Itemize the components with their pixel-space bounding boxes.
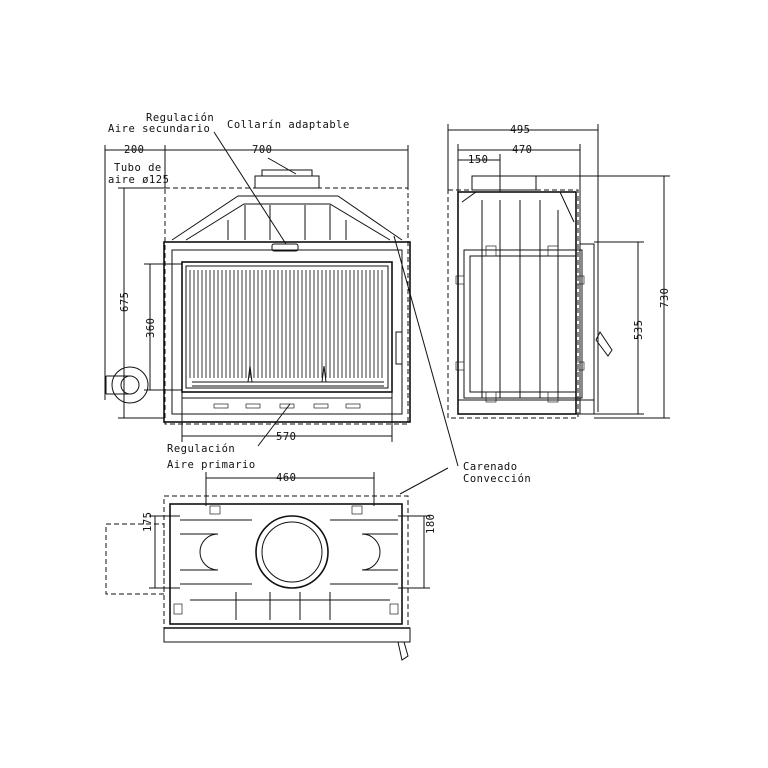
- top-view: [105, 495, 411, 661]
- label-aire-secundario: Aire secundario: [108, 123, 210, 135]
- front-dimension-lines: [104, 131, 459, 495]
- label-collarin: Collarín adaptable: [227, 119, 350, 131]
- dimension-700: 700: [252, 144, 272, 156]
- dimension-460: 460: [276, 472, 296, 484]
- front-view: [105, 169, 411, 425]
- side-dimension-lines: [447, 124, 670, 419]
- side-view: [447, 175, 613, 419]
- fire-grill: [189, 270, 383, 378]
- label-conveccion: Convección: [463, 473, 531, 485]
- dimension-675: 675: [119, 292, 131, 312]
- air-tube-icon: [105, 366, 149, 404]
- dimension-175: 175: [142, 512, 154, 532]
- dimension-570: 570: [276, 431, 296, 443]
- dimension-360: 360: [145, 318, 157, 338]
- label-regulacion-primario: Regulación: [167, 443, 235, 455]
- dimension-730: 730: [659, 288, 671, 308]
- label-aire-primario: Aire primario: [167, 459, 256, 471]
- label-tubo-de: Tubo de: [114, 162, 162, 174]
- dimension-150: 150: [468, 154, 488, 166]
- dimension-200: 200: [124, 144, 144, 156]
- dimension-180: 180: [425, 514, 437, 534]
- label-carenado: Carenado: [463, 461, 518, 473]
- label-regulacion-secundario: Regulación: [146, 112, 214, 124]
- dimension-535: 535: [633, 320, 645, 340]
- dimension-495: 495: [510, 124, 530, 136]
- top-dimension-lines: [149, 472, 430, 589]
- dimension-470: 470: [512, 144, 532, 156]
- label-aire-125: aire ø125: [108, 174, 169, 186]
